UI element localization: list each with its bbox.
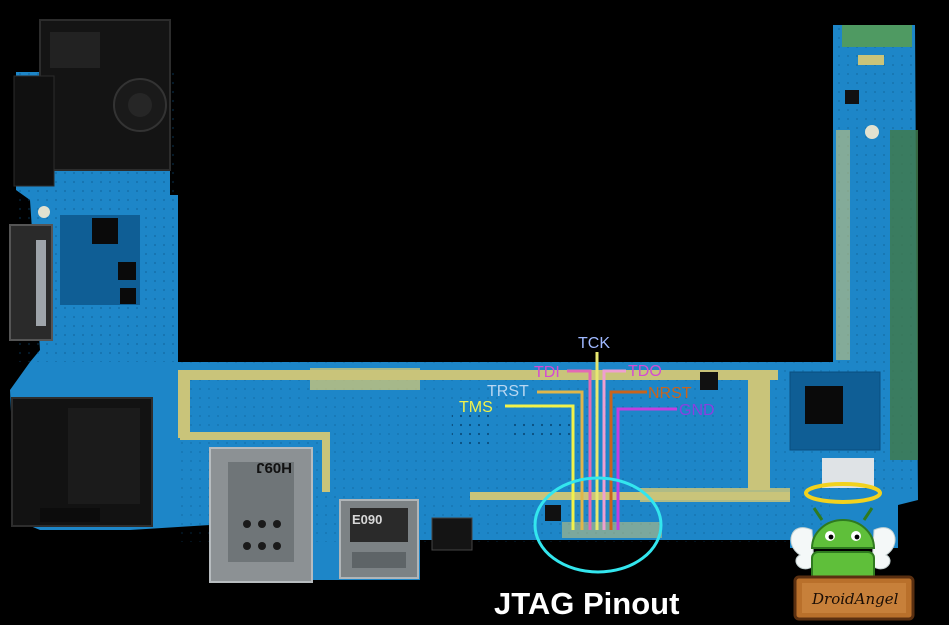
- sd-tray-marking: E090: [352, 512, 382, 527]
- pin-label-tdi: TDI: [534, 364, 560, 381]
- wire-tms: [505, 404, 575, 530]
- pin-label-tdo: TDO: [628, 363, 662, 380]
- caption-jtag-pinout: JTAG Pinout: [494, 586, 679, 621]
- pin-labels: TCK TDI TDO TRST NRST TMS GND: [459, 335, 715, 419]
- pin-label-gnd: GND: [679, 402, 715, 419]
- pin-label-tck: TCK: [578, 335, 610, 352]
- wing-right-icon: [871, 527, 896, 570]
- pin-label-tms: TMS: [459, 399, 493, 416]
- wire-gnd: [616, 407, 677, 530]
- wire-trst: [537, 390, 584, 530]
- sim-tray: H09J: [209, 447, 313, 583]
- central-chip: [431, 517, 473, 551]
- android-angel-icon: DroidAngel: [790, 482, 915, 621]
- pin-label-trst: TRST: [487, 383, 529, 400]
- brand-name: DroidAngel: [811, 590, 899, 608]
- jtag-highlight-ring: [533, 476, 663, 574]
- test-pad-grid: [452, 412, 572, 450]
- wing-left-icon: [790, 527, 815, 570]
- pin-label-nrst: NRST: [648, 385, 692, 402]
- wire-nrst: [609, 390, 647, 530]
- halo-icon: [804, 482, 882, 504]
- circuit-board: H09J E090: [9, 19, 918, 583]
- sim-tray-marking: H09J: [256, 459, 292, 476]
- sd-tray: E090: [339, 499, 419, 579]
